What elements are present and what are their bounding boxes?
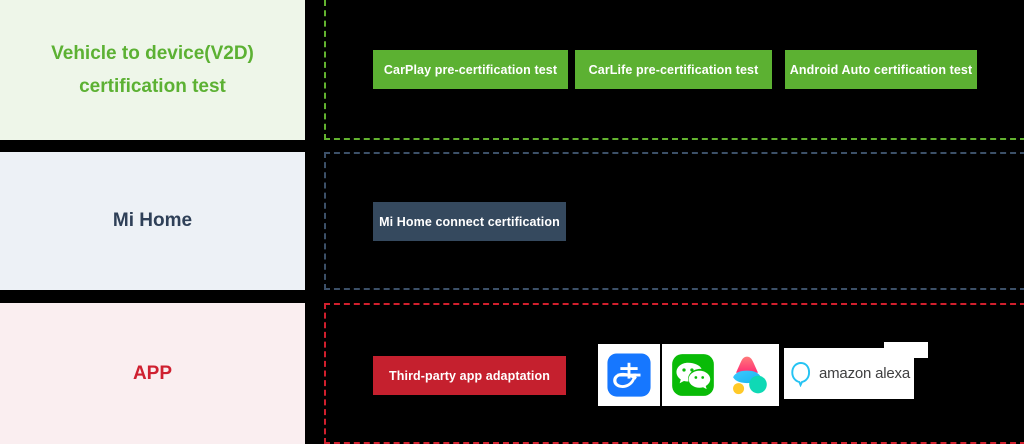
row-label-mi-home-line1: Mi Home [112, 210, 193, 232]
amazon-alexa-logo-card[interactable]: amazon alexa [784, 348, 914, 399]
button-carplay-pre-certification-test[interactable]: CarPlay pre-certification test [373, 50, 568, 89]
alipay-logo [607, 353, 651, 397]
row-content-v2d [324, 0, 1024, 140]
button-mi-home-connect-certification[interactable]: Mi Home connect certification [373, 202, 566, 241]
row-label-v2d-line1: Vehicle to device(V2D) [51, 42, 254, 64]
row-content-app [324, 303, 1024, 444]
wechat-logo [672, 354, 714, 396]
wechat-logo-card[interactable] [662, 344, 724, 406]
button-android-auto-certification-test[interactable]: Android Auto certification test [785, 50, 977, 89]
row-label-v2d-line2: certification test [79, 76, 226, 97]
row-label-app-line1: APP [132, 362, 173, 384]
button-carlife-pre-certification-test[interactable]: CarLife pre-certification test [575, 50, 772, 89]
button-third-party-app-adaptation[interactable]: Third-party app adaptation [373, 356, 566, 395]
row-label-app: APP [0, 303, 305, 444]
amap-logo-card[interactable] [715, 344, 779, 406]
row-label-v2d: Vehicle to device(V2D) certification tes… [0, 0, 305, 140]
alexa-ring-icon [791, 361, 811, 387]
row-label-mi-home: Mi Home [0, 152, 305, 290]
alipay-logo-card[interactable] [598, 344, 660, 406]
amap-logo [733, 356, 767, 395]
row-content-mi-home [324, 152, 1024, 290]
amazon-alexa-wordmark: amazon alexa [819, 365, 910, 382]
